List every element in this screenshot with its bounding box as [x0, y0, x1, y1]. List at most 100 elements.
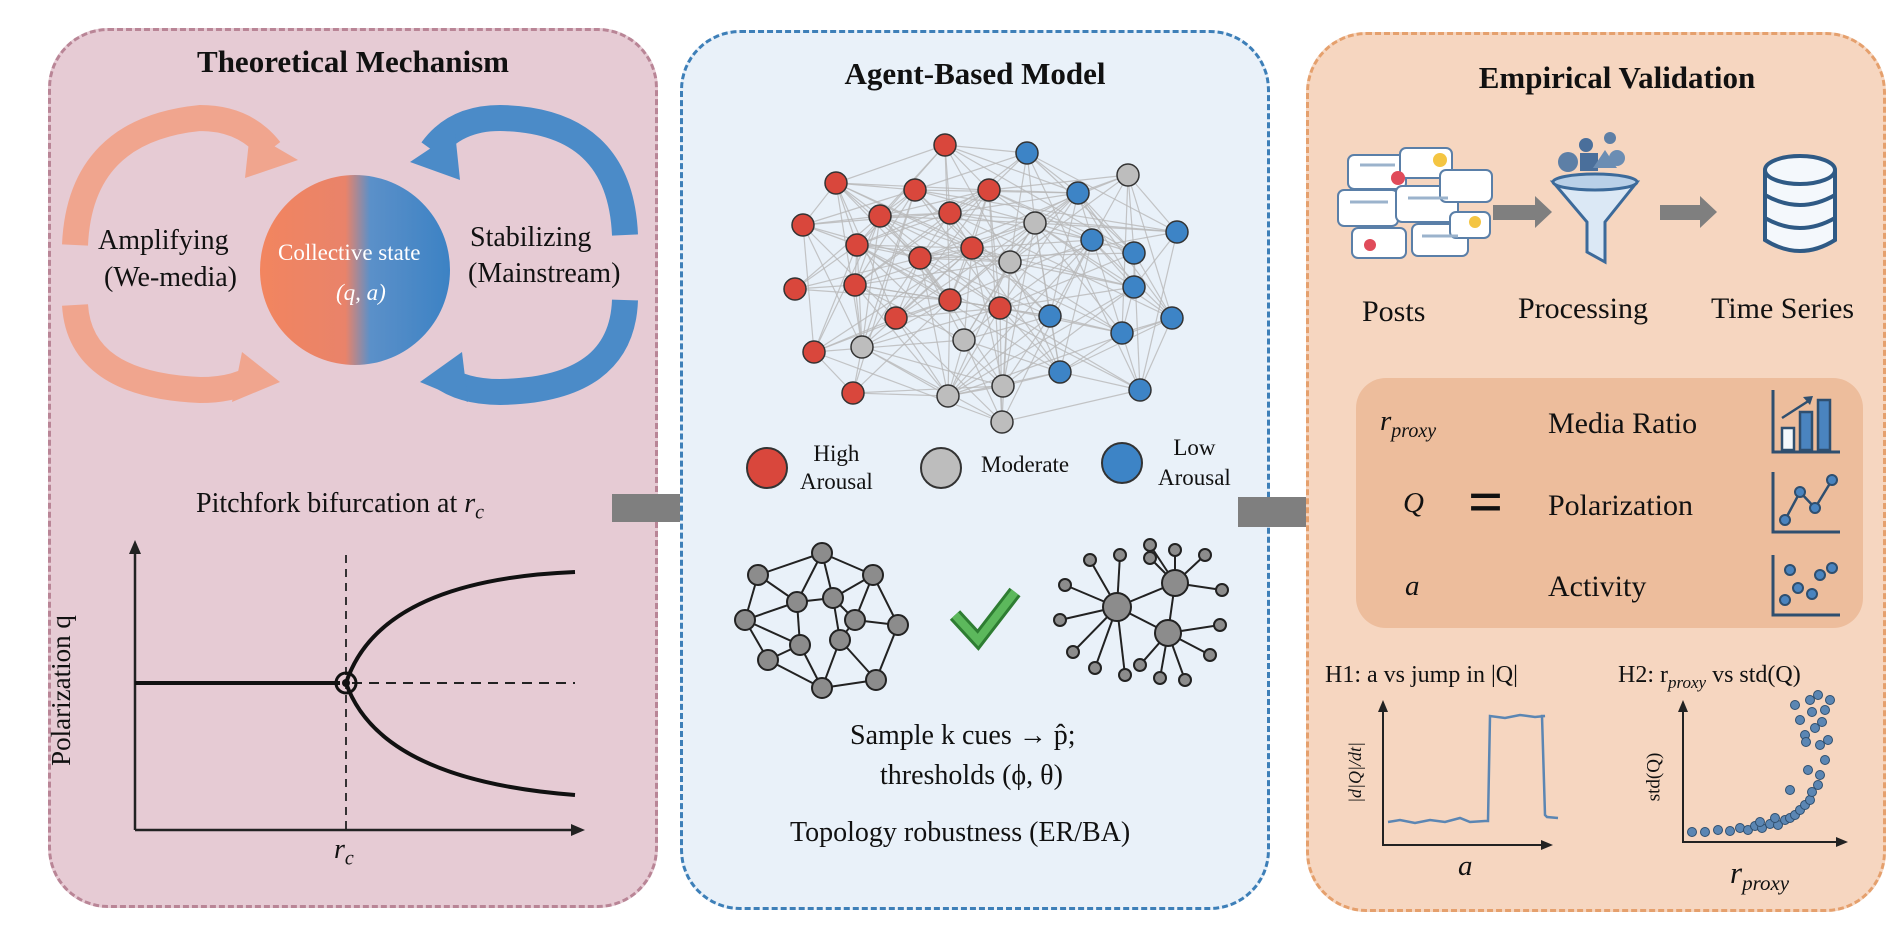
h2-point	[1813, 690, 1823, 700]
h2-point	[1807, 707, 1817, 717]
agent-node	[998, 250, 1022, 274]
agent-node	[791, 213, 815, 237]
agent-node	[1015, 141, 1039, 165]
agent-node	[824, 171, 848, 195]
processing-funnel-icon	[1549, 132, 1641, 265]
h2-point	[1815, 770, 1825, 780]
equals-sign: =	[1468, 469, 1504, 537]
h2-x-sub: proxy	[1742, 871, 1790, 896]
thresholds-text: thresholds (ϕ, θ)	[880, 760, 1063, 791]
h2-point	[1820, 705, 1830, 715]
er-node	[757, 649, 779, 671]
agent-node	[1066, 181, 1090, 205]
line-chart-icon	[1771, 472, 1840, 534]
agent-node	[802, 340, 826, 364]
agent-node	[1038, 304, 1062, 328]
h2-point	[1820, 755, 1830, 765]
agent-node	[868, 204, 892, 228]
agent-node	[1122, 241, 1146, 265]
polarization-label: Polarization	[1548, 489, 1693, 522]
ba-leaf-node	[1198, 548, 1212, 562]
ba-hub-node	[1154, 619, 1182, 647]
agent-node	[841, 381, 865, 405]
h2-point	[1805, 695, 1815, 705]
ba-leaf-node	[1213, 618, 1227, 632]
ba-leaf-node	[1143, 538, 1157, 552]
plot-x-axis-label: rc	[334, 834, 354, 871]
agent-node	[938, 288, 962, 312]
h2-point	[1817, 717, 1827, 727]
er-node	[822, 587, 844, 609]
ba-leaf-node	[1168, 543, 1182, 557]
agent-node	[1128, 378, 1152, 402]
h2-point	[1801, 737, 1811, 747]
er-node	[811, 677, 833, 699]
agent-node	[1160, 306, 1184, 330]
variable-mapping-box	[1356, 378, 1863, 628]
legend-high-marker	[746, 447, 788, 489]
h2-title-rest: vs std(Q)	[1706, 662, 1801, 688]
var-Q: Q	[1403, 487, 1424, 519]
h2-point	[1825, 695, 1835, 705]
stabilizing-label: Stabilizing	[470, 222, 592, 253]
pitchfork-label: Pitchfork bifurcation at rc	[196, 488, 484, 525]
er-node	[865, 669, 887, 691]
rc-symbol: r	[334, 834, 345, 865]
h2-title: H2: rproxy vs std(Q)	[1618, 662, 1801, 693]
ba-leaf-node	[1153, 671, 1167, 685]
legend-moderate-marker	[920, 447, 962, 489]
agent-node	[933, 133, 957, 157]
agent-node	[988, 296, 1012, 320]
h2-point	[1700, 827, 1710, 837]
stabilizing-sub-label: (Mainstream)	[468, 258, 621, 289]
er-node	[811, 542, 833, 564]
scatter-chart-icon	[1771, 555, 1840, 617]
ba-leaf-node	[1178, 673, 1192, 687]
ba-leaf-node	[1203, 648, 1217, 662]
ba-leaf-node	[1083, 553, 1097, 567]
er-node	[734, 609, 756, 631]
agent-node	[938, 201, 962, 225]
h2-point	[1755, 817, 1765, 827]
ba-leaf-node	[1066, 645, 1080, 659]
h2-point	[1785, 785, 1795, 795]
ba-leaf-node	[1113, 548, 1127, 562]
h2-point	[1790, 700, 1800, 710]
h2-point	[1810, 723, 1820, 733]
h2-point	[1807, 787, 1817, 797]
ba-leaf-node	[1058, 578, 1072, 592]
sample-cues-text: Sample k cues → p̂;	[850, 720, 1076, 751]
agent-node	[936, 384, 960, 408]
var-r-proxy: rproxy	[1380, 405, 1436, 443]
h2-point	[1770, 813, 1780, 823]
theory-panel	[48, 28, 658, 908]
legend-low-label: Low Arousal	[1158, 433, 1231, 493]
empirical-title: Empirical Validation	[1478, 60, 1756, 95]
pitchfork-symbol: r	[464, 488, 476, 519]
er-node	[786, 591, 808, 613]
agent-node	[850, 335, 874, 359]
activity-label: Activity	[1548, 570, 1647, 603]
var-a: a	[1405, 570, 1420, 602]
agent-node	[908, 246, 932, 270]
pipeline-posts-label: Posts	[1362, 295, 1426, 328]
h2-scatter-points	[1687, 690, 1835, 837]
collective-state-label: Collective state	[278, 240, 421, 265]
ba-leaf-node	[1088, 661, 1102, 675]
ba-leaf-node	[1133, 658, 1147, 672]
posts-icon	[1337, 147, 1493, 259]
ba-hub-node	[1161, 569, 1189, 597]
agent-node	[903, 178, 927, 202]
h2-point	[1725, 826, 1735, 836]
h2-point	[1713, 825, 1723, 835]
legend-high-line2: Arousal	[800, 469, 873, 494]
topology-robustness-text: Topology robustness (ER/BA)	[790, 817, 1131, 848]
legend-high-line1: High	[813, 441, 860, 466]
h2-point	[1823, 735, 1833, 745]
